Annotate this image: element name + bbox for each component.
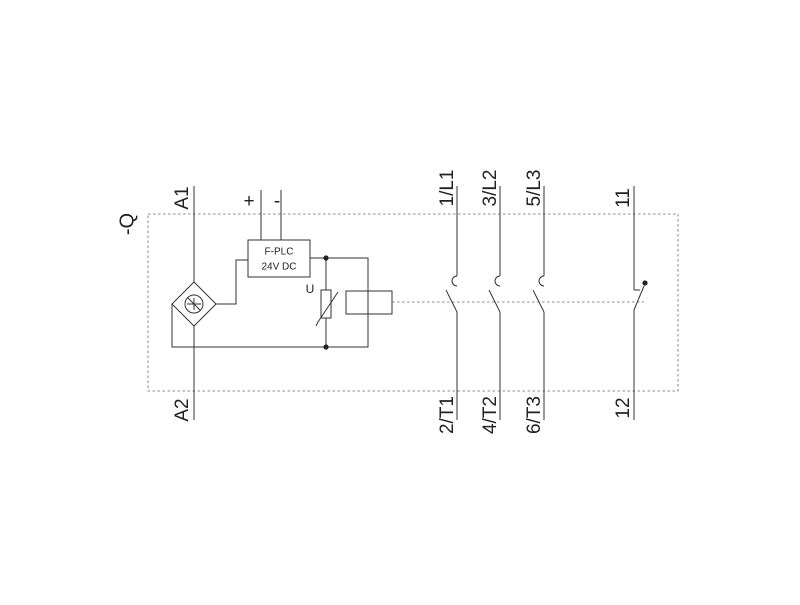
module-label-line1: F-PLC [265,247,294,258]
main-contact-1-bottom-label: 2/T1 [437,396,458,434]
device-boundary [147,213,679,392]
supply-plus-label: + [243,191,254,212]
aux-contact-top-label: 11 [613,188,634,208]
terminal-a2-label: A2 [172,398,193,421]
coil-symbol [345,290,393,315]
aux-contact-bottom-label: 12 [613,397,634,418]
main-contact-3-top-label: 5/L3 [524,170,545,207]
main-contact-3-bottom-label: 6/T3 [524,396,545,434]
main-contact-2-bottom-label: 4/T2 [480,396,501,434]
rectifier-symbol [171,281,217,327]
coil-circuit-loop [171,257,369,348]
main-contact-2 [488,186,501,420]
aux-contact [633,186,648,420]
varistor-label: U [306,282,315,296]
main-contact-3 [532,186,545,420]
terminal-a1-label: A1 [172,186,193,209]
supply-minus-label: - [274,191,280,212]
device-designation: -Q [116,213,138,235]
varistor-symbol: U [306,258,339,347]
junction-dot-top [323,255,329,261]
rectifier-module-wire [216,259,248,305]
fplc-module: F-PLC 24V DC [247,239,311,278]
main-contact-2-top-label: 3/L2 [480,170,501,207]
main-contact-1 [445,186,458,420]
junction-dot-bottom [323,344,329,350]
main-contact-1-top-label: 1/L1 [437,170,458,207]
module-label-line2: 24V DC [261,262,296,273]
